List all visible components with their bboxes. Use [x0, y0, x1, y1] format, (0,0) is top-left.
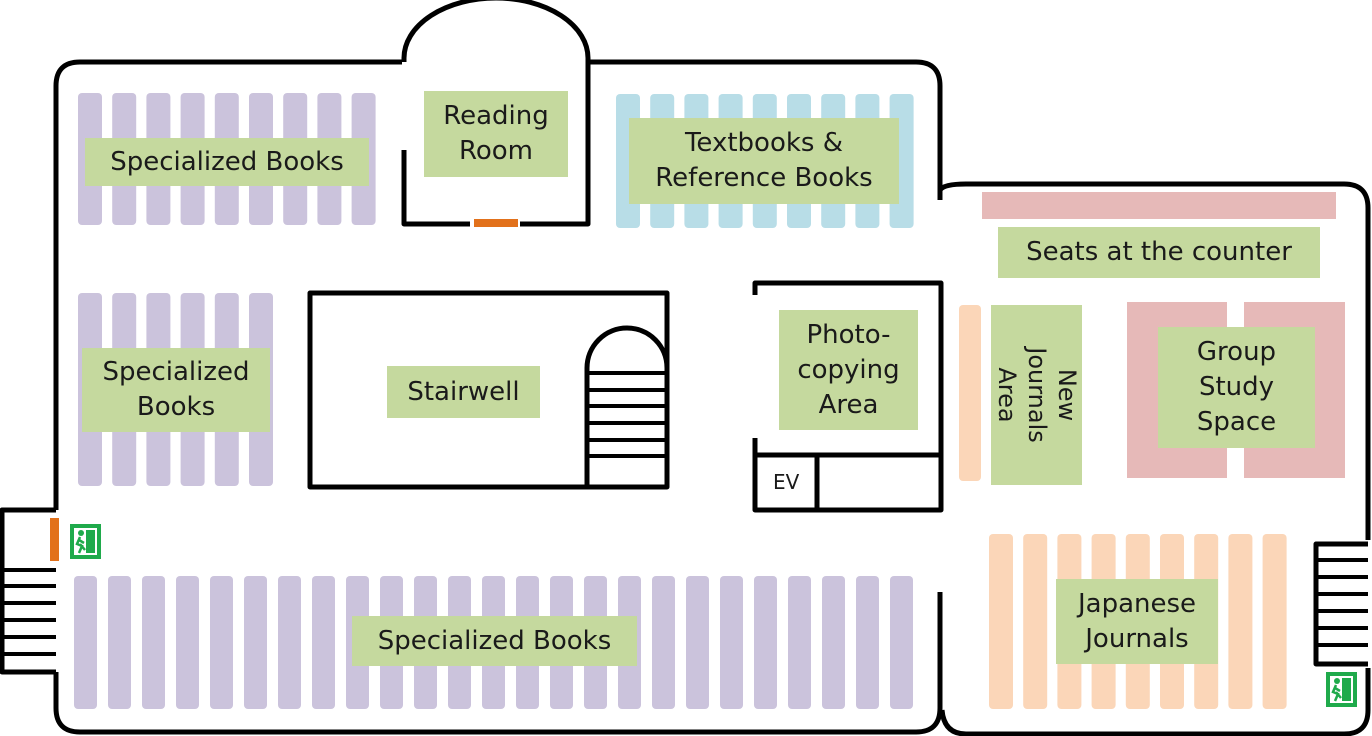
left-exit-door[interactable]: [50, 518, 59, 561]
stairwell-stair-arch: [584, 325, 670, 487]
new-journals-shelf: [959, 305, 981, 481]
label-group-study-space: Group Study Space: [1158, 327, 1315, 448]
specialized-shelf: [652, 576, 675, 709]
specialized-shelf: [142, 576, 165, 709]
specialized-shelf: [890, 576, 913, 709]
label-photocopy-area: Photo- copying Area: [779, 310, 918, 430]
journal-shelf: [1228, 534, 1253, 709]
specialized-shelf: [108, 576, 131, 709]
specialized-shelf: [856, 576, 879, 709]
emergency-exit-icon: [1326, 672, 1357, 707]
specialized-shelf: [686, 576, 709, 709]
label-new-journals-text: New Journals Area: [992, 347, 1081, 443]
label-elevator: EV: [773, 470, 800, 494]
label-stairwell: Stairwell: [387, 366, 540, 418]
left-stairs-wall: [0, 507, 56, 675]
specialized-shelf: [788, 576, 811, 709]
specialized-shelf: [244, 576, 267, 709]
journal-shelf: [1262, 534, 1287, 709]
label-reading-room: Reading Room: [424, 91, 568, 177]
photocopy-wall: [752, 280, 944, 513]
label-new-journals-area: New Journals Area: [991, 305, 1082, 485]
outer-wall-annex: [937, 181, 1371, 736]
label-seats-counter: Seats at the counter: [998, 227, 1320, 278]
specialized-shelf: [822, 576, 845, 709]
reading-room-door[interactable]: [474, 219, 518, 227]
label-specialized-books-mid: Specialized Books: [82, 348, 270, 432]
specialized-shelf: [312, 576, 335, 709]
counter-table: [982, 192, 1336, 219]
right-stairs-wall: [1313, 541, 1368, 667]
specialized-shelf: [720, 576, 743, 709]
specialized-shelf: [278, 576, 301, 709]
label-japanese-journals: Japanese Journals: [1056, 579, 1218, 664]
label-textbooks-reference: Textbooks & Reference Books: [629, 118, 899, 204]
specialized-shelf: [176, 576, 199, 709]
reading-room-wall: [401, 0, 591, 227]
journal-shelf: [1023, 534, 1048, 709]
label-specialized-books-bottom: Specialized Books: [352, 616, 637, 666]
specialized-shelf: [210, 576, 233, 709]
specialized-shelf: [74, 576, 97, 709]
outer-wall-main: [53, 59, 943, 735]
specialized-shelf: [754, 576, 777, 709]
label-specialized-books-top: Specialized Books: [85, 138, 369, 186]
journal-shelf: [989, 534, 1013, 709]
emergency-exit-icon: [70, 524, 101, 559]
